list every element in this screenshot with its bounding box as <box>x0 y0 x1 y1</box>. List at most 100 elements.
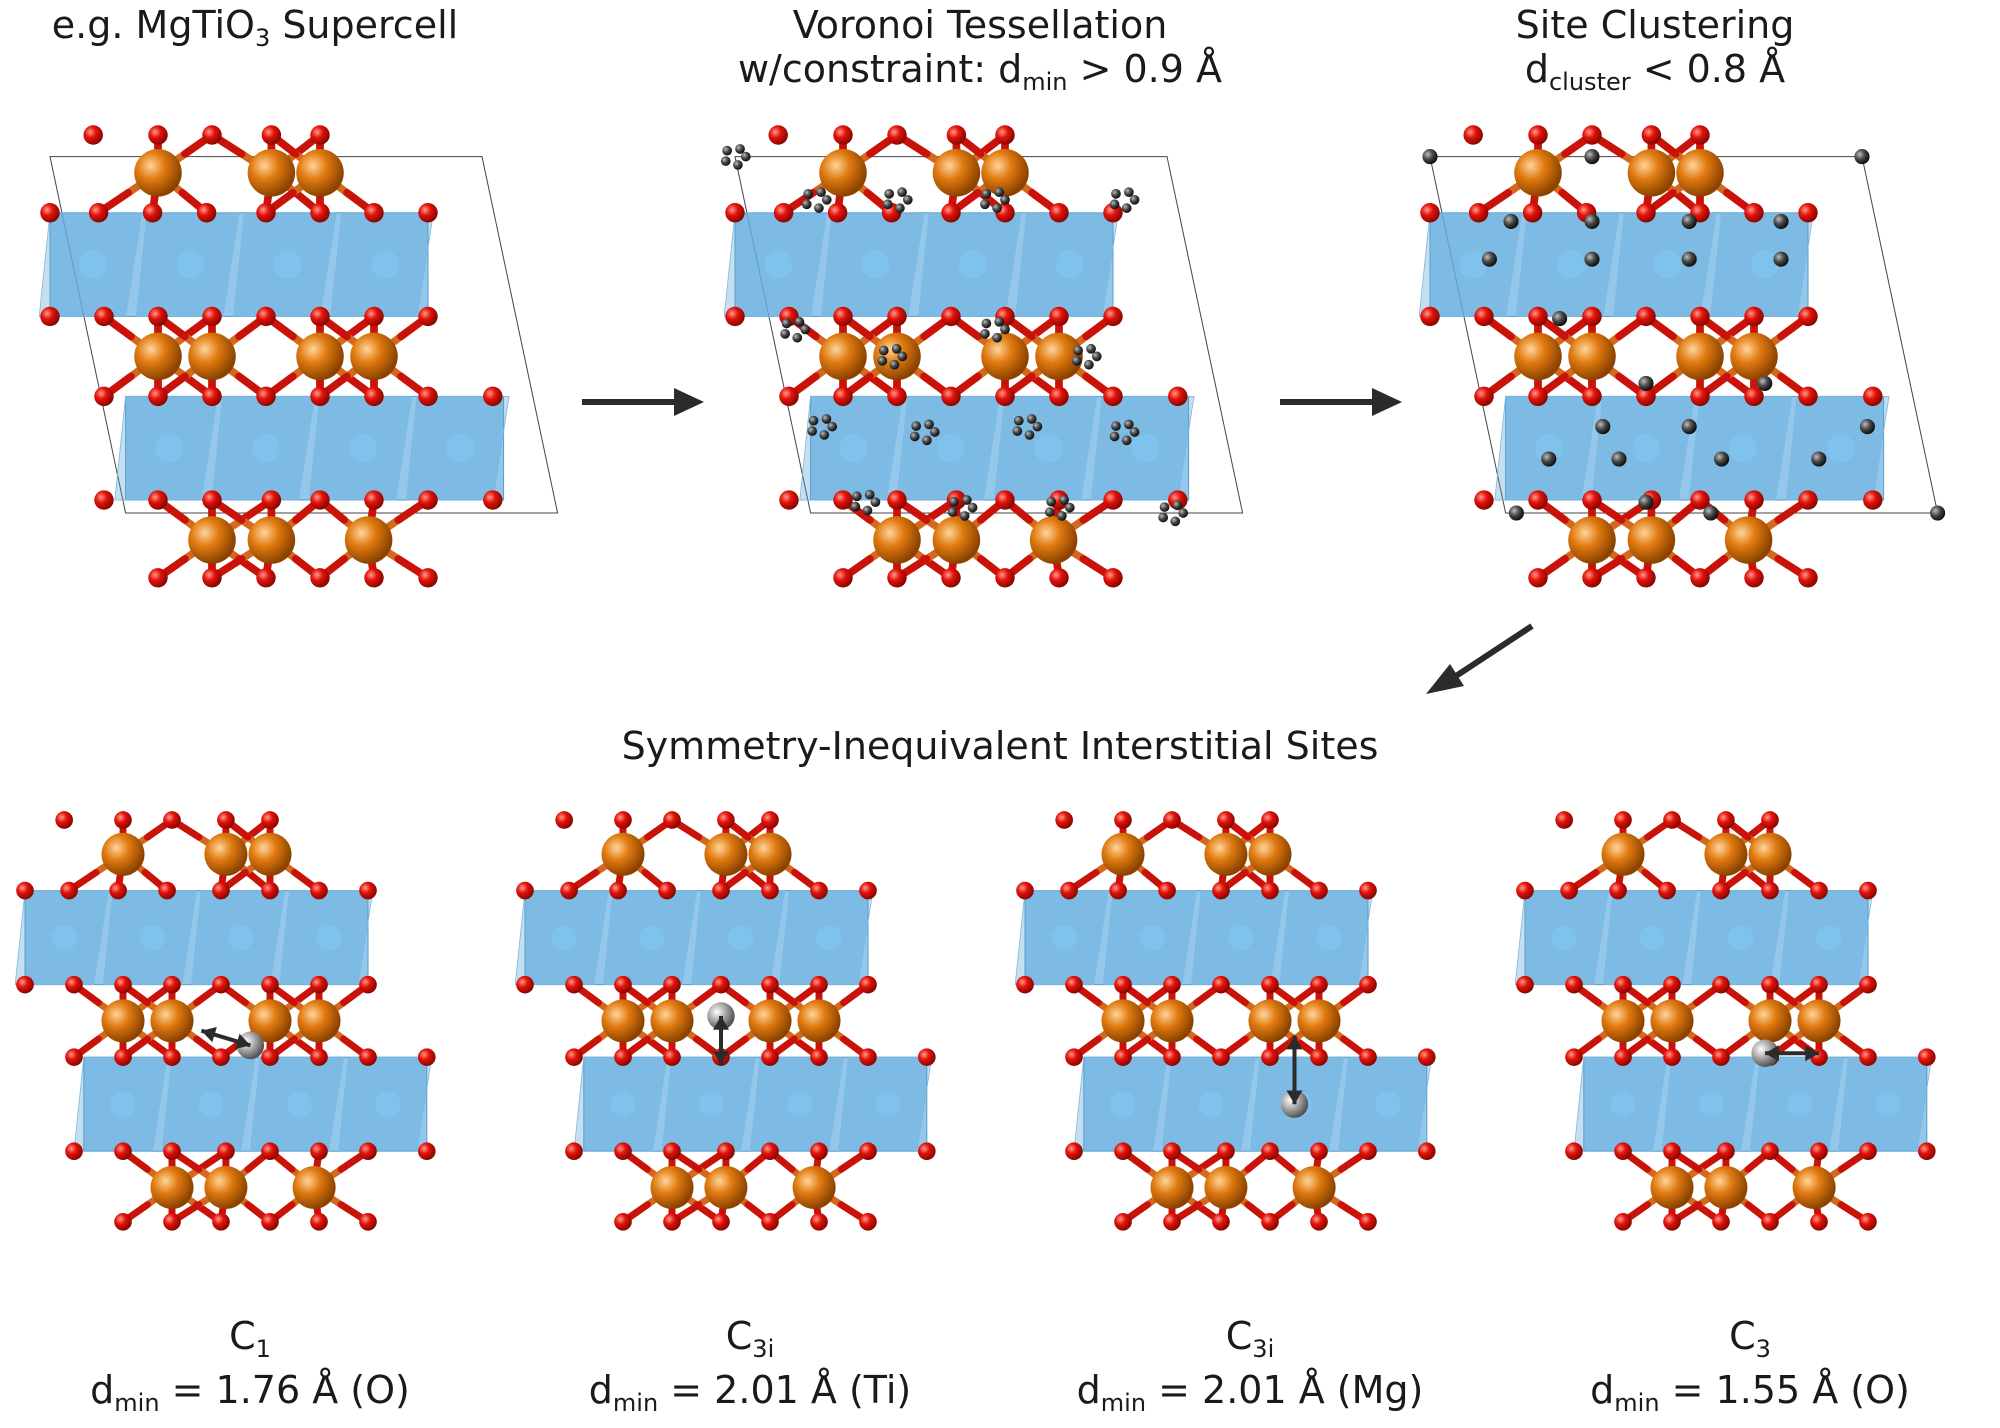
octahedral-cation <box>1729 434 1758 463</box>
voronoi-point <box>897 187 907 198</box>
cation-atom <box>188 332 236 381</box>
voronoi-point <box>1129 427 1140 437</box>
site-c3i-mg-dmin: dmin = 2.01 Å (Mg) <box>1040 1367 1460 1415</box>
oxygen-atom <box>310 125 330 145</box>
oxygen-atom <box>1798 306 1818 327</box>
oxygen-atom <box>261 1048 279 1066</box>
oxygen-atom <box>1217 1142 1235 1161</box>
oxygen-atom <box>1798 568 1818 588</box>
oxygen-atom <box>1310 1142 1328 1161</box>
octahedral-cation <box>551 924 577 951</box>
oxygen-atom <box>1690 306 1710 327</box>
oxygen-atom <box>359 975 377 994</box>
oxygen-atom <box>1859 1048 1877 1066</box>
oxygen-atom <box>1810 1212 1828 1231</box>
oxygen-atom <box>418 568 438 588</box>
oxygen-atom <box>565 1142 583 1161</box>
oxygen-atom <box>614 1048 632 1066</box>
octahedral-cation <box>786 1091 813 1117</box>
cation-atom <box>248 832 292 876</box>
cation-atom <box>981 149 1029 197</box>
cluster-site <box>1638 375 1654 391</box>
oxygen-atom <box>148 386 168 407</box>
oxygen-atom <box>1420 306 1440 327</box>
voronoi-point <box>1121 435 1132 446</box>
oxygen-atom <box>995 386 1015 407</box>
oxygen-atom <box>1359 1212 1377 1231</box>
cluster-site <box>1584 251 1600 267</box>
oxygen-atom <box>1103 568 1123 588</box>
oxygen-atom <box>1690 568 1710 588</box>
oxygen-atom <box>202 490 222 510</box>
cation-atom <box>1627 149 1676 197</box>
oxygen-atom <box>761 975 779 994</box>
oxygen-atom <box>1663 1142 1681 1161</box>
oxygen-atom <box>364 386 384 407</box>
octahedral-cation <box>198 1091 224 1117</box>
oxygen-atom <box>1049 386 1069 407</box>
oxygen-atom <box>1636 568 1656 588</box>
octahedral-cation <box>816 924 842 951</box>
cluster-site <box>1422 149 1438 165</box>
oxygen-atom <box>163 1142 181 1161</box>
cation-atom <box>932 149 981 197</box>
oxygen-atom <box>65 975 83 994</box>
octahedral-cation <box>839 434 868 463</box>
panel3-title-line2-post: < 0.8 Å <box>1630 46 1786 91</box>
oxygen-atom <box>1261 811 1279 829</box>
cation-atom <box>819 332 867 381</box>
voronoi-point <box>967 502 978 513</box>
octahedral-cation <box>1698 1091 1724 1117</box>
voronoi-point <box>1124 419 1134 430</box>
site-c3-sym-sub: 3 <box>1755 1335 1771 1363</box>
voronoi-point <box>962 495 972 505</box>
oxygen-atom <box>418 490 438 510</box>
oxygen-atom <box>364 568 384 588</box>
voronoi-point <box>850 501 861 512</box>
oxygen-atom <box>712 881 730 900</box>
oxygen-atom <box>418 386 438 407</box>
oxygen-atom <box>810 1212 828 1231</box>
oxygen-atom <box>483 490 503 510</box>
cluster-site <box>1757 375 1773 391</box>
oxygen-atom <box>1261 1142 1279 1161</box>
cation-atom <box>1029 516 1078 564</box>
oxygen-atom <box>1016 975 1034 994</box>
oxygen-atom <box>1158 881 1176 900</box>
oxygen-atom <box>1663 811 1681 829</box>
site-c3i-mg-d-post: = 2.01 Å (Mg) <box>1146 1367 1424 1412</box>
oxygen-atom <box>1859 1212 1877 1231</box>
voronoi-point <box>992 332 1002 343</box>
voronoi-point <box>801 199 812 210</box>
oxygen-atom <box>917 1142 936 1161</box>
oxygen-atom <box>1528 490 1548 510</box>
octahedral-cation <box>1639 924 1666 951</box>
site-c3i-ti-structure <box>514 811 936 1231</box>
oxygen-atom <box>1859 881 1877 900</box>
oxygen-atom <box>65 1048 83 1066</box>
oxygen-atom <box>359 881 377 900</box>
oxygen-atom <box>1261 975 1279 994</box>
octahedral-cation <box>1534 434 1563 463</box>
oxygen-atom <box>941 306 961 327</box>
oxygen-atom <box>859 1048 877 1066</box>
cluster-site <box>1503 213 1519 229</box>
oxygen-atom <box>761 1142 779 1161</box>
oxygen-atom <box>995 568 1015 588</box>
oxygen-atom <box>946 125 967 145</box>
cation-atom <box>1101 999 1145 1043</box>
oxygen-atom <box>1528 306 1548 327</box>
oxygen-atom <box>1163 811 1181 829</box>
cation-atom <box>1248 832 1292 876</box>
voronoi-point <box>720 156 731 166</box>
cation-atom <box>1704 832 1748 876</box>
cation-atom <box>101 832 145 876</box>
oxygen-atom <box>717 811 735 829</box>
octahedral-cation <box>1316 924 1342 951</box>
oxygen-atom <box>163 1212 181 1231</box>
site-c1-label: C1 dmin = 1.76 Å (O) <box>40 1314 460 1415</box>
oxygen-atom <box>1103 306 1123 327</box>
arrowhead-icon <box>1286 1090 1303 1105</box>
cation-atom <box>792 1165 836 1210</box>
oxygen-atom <box>1516 975 1534 994</box>
